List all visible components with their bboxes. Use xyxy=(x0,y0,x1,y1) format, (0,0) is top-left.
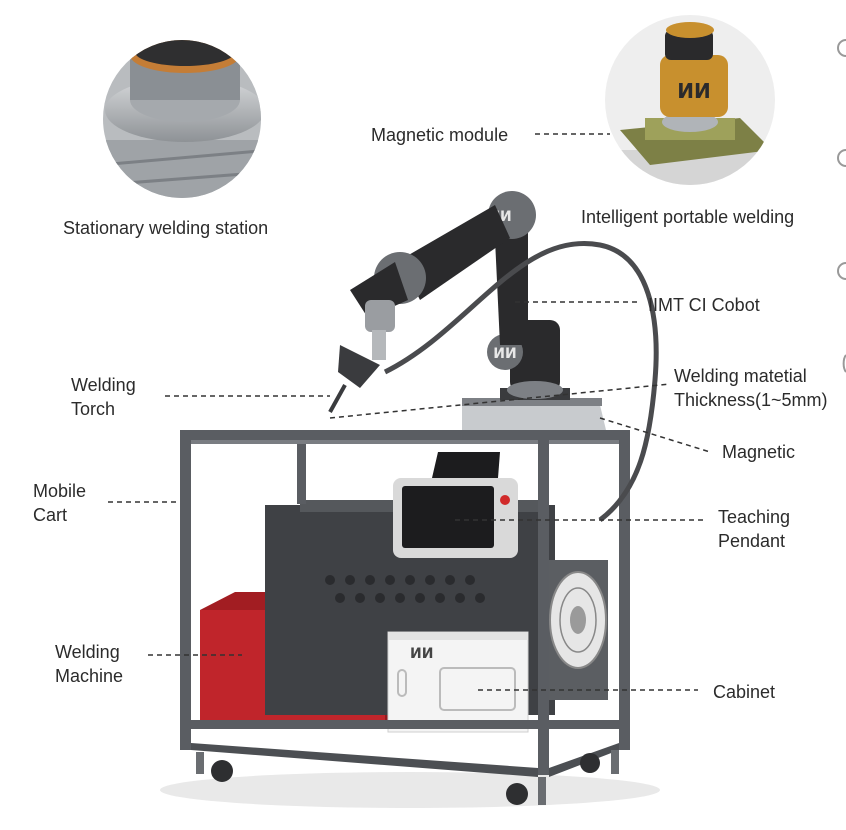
label-welding-torch-line2: Torch xyxy=(71,399,116,419)
portable-welding-photo: ИИ xyxy=(605,15,775,185)
svg-text:ИИ: ИИ xyxy=(677,79,710,103)
torch-cable xyxy=(383,241,659,522)
label-cobot: IIMT CI Cobot xyxy=(648,295,760,315)
label-stationary-station: Stationary welding station xyxy=(63,218,269,238)
label-welding-torch-line1: Welding xyxy=(71,375,136,395)
svg-text:ИИ: ИИ xyxy=(410,646,433,662)
label-mobile-cart-line2: Cart xyxy=(33,505,68,525)
edge-markers xyxy=(837,39,846,373)
label-welding-machine-line2: Machine xyxy=(55,666,124,686)
label-magnetic-module: Magnetic module xyxy=(371,125,509,145)
cart-wheels xyxy=(196,750,619,805)
label-intelligent-portable: Intelligent portable welding xyxy=(581,207,795,227)
floor-shadow xyxy=(160,772,660,808)
teaching-pendant xyxy=(393,452,518,558)
svg-text:ИИ: ИИ xyxy=(493,346,516,362)
leader-lines xyxy=(108,133,711,691)
label-thickness-line1: Welding matetial xyxy=(674,366,807,386)
mobile-cart-frame xyxy=(180,430,630,777)
cobot-arm: ИИ ИИ xyxy=(328,191,563,413)
label-cabinet: Cabinet xyxy=(713,682,776,702)
label-magnetic: Magnetic xyxy=(722,442,796,462)
label-welding-machine-line1: Welding xyxy=(55,642,120,662)
label-thickness-line2: Thickness(1~5mm) xyxy=(674,390,828,410)
label-teaching-pendant-line1: Teaching xyxy=(718,507,791,527)
stationary-station-photo xyxy=(103,40,261,198)
label-teaching-pendant-line2: Pendant xyxy=(718,531,786,551)
label-mobile-cart-line1: Mobile xyxy=(33,481,87,501)
cabinet: ИИ xyxy=(387,631,529,733)
cooling-fan xyxy=(548,560,608,700)
